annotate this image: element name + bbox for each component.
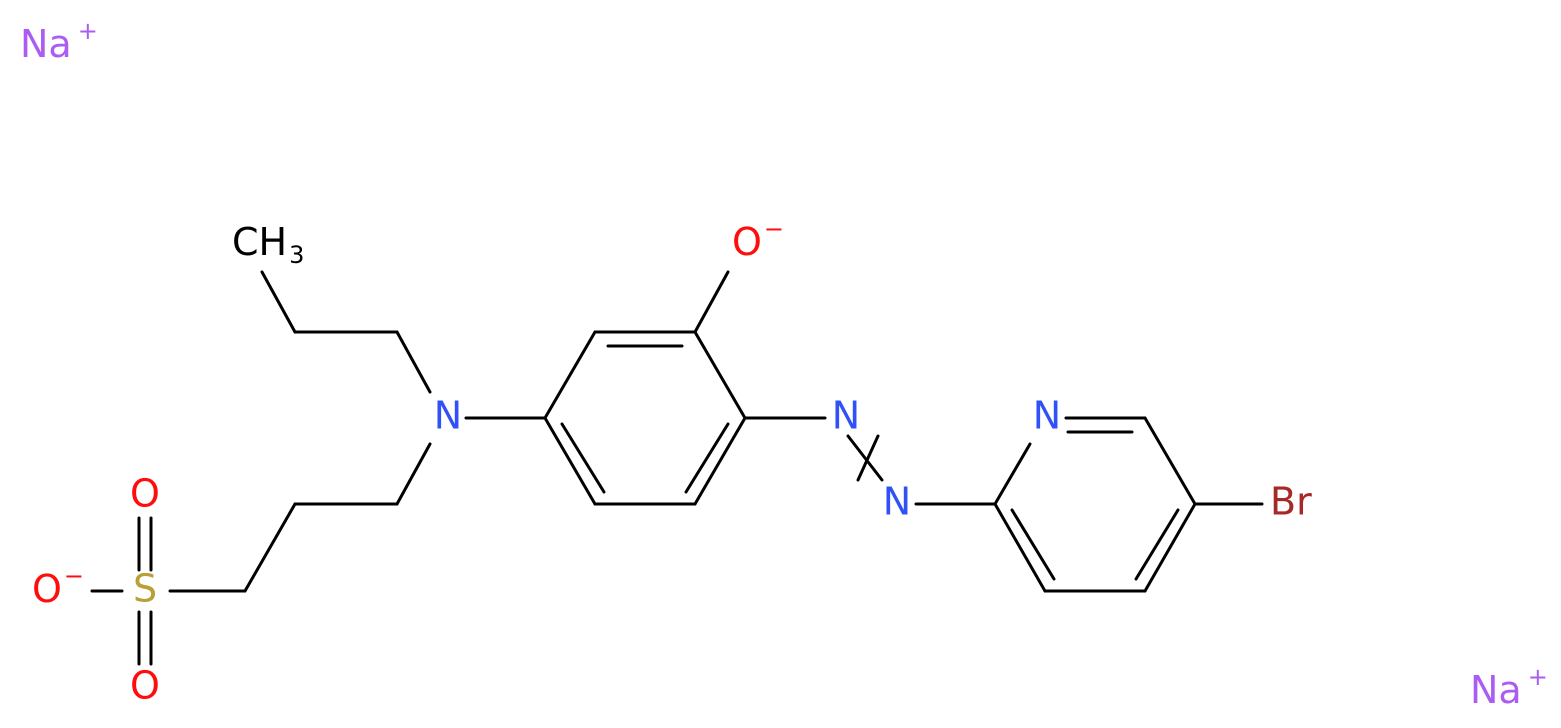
- amine-nitrogen: N: [434, 394, 462, 438]
- azo-nitrogen-1: N: [832, 394, 860, 438]
- pyridine-nitrogen: N: [1033, 394, 1061, 438]
- bond-n-c3: [395, 442, 432, 506]
- bond-azo-a: [846, 434, 884, 482]
- bond-ring1-c: [693, 330, 747, 420]
- bond-azo-b: [856, 434, 880, 482]
- bond-ring1-a: [543, 330, 597, 420]
- bonds: [90, 270, 1264, 666]
- sodium-ion-2: Na+: [1470, 663, 1548, 712]
- phenolate-oxygen: O−: [732, 215, 784, 264]
- methyl-group: CH3: [232, 220, 304, 270]
- sulfur-atom: S: [133, 567, 157, 611]
- bond-ring2-a: [993, 442, 1032, 506]
- bond-ring1-f-inner: [560, 422, 606, 494]
- bond-ring2-f: [993, 502, 1047, 593]
- bond-c-o-phenolate: [693, 270, 730, 334]
- atom-labels: Na+ CH3 N O− N N N Br S O O O− Na+: [20, 17, 1548, 712]
- bond-ch3-c1: [260, 270, 297, 334]
- bond-ring2-f-inner: [1010, 508, 1056, 581]
- sulfonate-oxygen: O−: [32, 562, 84, 611]
- bromine-atom: Br: [1270, 480, 1312, 524]
- sodium-ion-1: Na+: [20, 17, 98, 66]
- bond-c2-n: [395, 330, 432, 394]
- bond-ring2-c: [1143, 416, 1197, 506]
- bond-ring2-d: [1143, 502, 1197, 593]
- bond-ring1-d-inner: [684, 422, 730, 494]
- azo-nitrogen-2: N: [883, 480, 911, 524]
- sulfonyl-oxygen-top: O: [130, 472, 160, 516]
- bond-c4-c5: [243, 502, 297, 593]
- bond-ring2-d-inner: [1134, 508, 1180, 581]
- bond-ring1-d: [693, 416, 747, 506]
- bond-ring1-f: [543, 416, 597, 506]
- sulfonyl-oxygen-bottom: O: [130, 664, 160, 708]
